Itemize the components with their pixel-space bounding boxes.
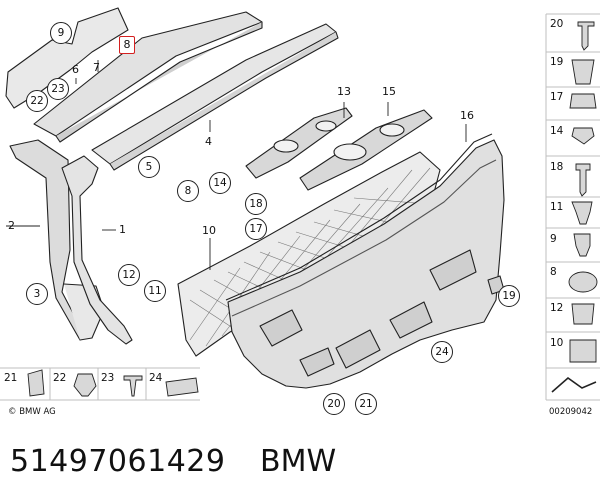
side-label-14: 14: [550, 125, 564, 137]
part-pillar-1: [61, 155, 133, 345]
document-number: 00209042: [549, 407, 593, 417]
legend-label-23: 23: [101, 372, 115, 384]
side-screw-18: [575, 163, 591, 197]
part-number: 51497061429: [10, 444, 226, 479]
callout-24: 24: [431, 341, 453, 363]
callout-12: 12: [118, 264, 140, 286]
side-label-9: 9: [550, 233, 557, 245]
side-label-12: 12: [550, 302, 564, 314]
side-plug-8: [568, 271, 598, 293]
callout-11: 11: [144, 280, 166, 302]
legend-part-22: [73, 373, 97, 397]
callout-8: 8: [177, 180, 199, 202]
label-10: 10: [202, 224, 216, 237]
legend-label-21: 21: [4, 372, 18, 384]
callout-14: 14: [209, 172, 231, 194]
callout-22: 22: [26, 90, 48, 112]
side-label-18: 18: [550, 161, 564, 173]
legend-label-24: 24: [149, 372, 163, 384]
label-13: 13: [337, 85, 351, 98]
label-6: 6: [72, 63, 79, 76]
side-label-20: 20: [550, 18, 564, 30]
copyright-notice: © BMW AG: [8, 407, 56, 417]
callout-23: 23: [47, 78, 69, 100]
side-label-17: 17: [550, 91, 564, 103]
callout-17: 17: [245, 218, 267, 240]
side-arrow: [551, 376, 597, 393]
label-2: 2: [8, 219, 15, 232]
label-7: 7: [93, 61, 100, 74]
callout-8-highlighted: 8: [119, 36, 135, 54]
label-15: 15: [382, 85, 396, 98]
side-grommet-14: [571, 127, 595, 145]
callout-9: 9: [50, 22, 72, 44]
callout-18: 18: [245, 193, 267, 215]
side-grommet-10: [569, 339, 597, 363]
side-rivet-9: [573, 233, 591, 257]
callout-19: 19: [498, 285, 520, 307]
legend-part-23: [123, 375, 143, 397]
side-rivet-11: [571, 201, 593, 225]
callout-5: 5: [138, 156, 160, 178]
label-1: 1: [119, 223, 126, 236]
side-label-11: 11: [550, 201, 564, 213]
callout-20: 20: [323, 393, 345, 415]
legend-label-22: 22: [53, 372, 67, 384]
callout-21: 21: [355, 393, 377, 415]
brand-name: BMW: [260, 444, 337, 479]
side-label-8: 8: [550, 266, 557, 278]
side-clip-17: [569, 93, 597, 109]
side-label-10: 10: [550, 337, 564, 349]
side-label-19: 19: [550, 56, 564, 68]
side-clip-19: [571, 59, 595, 85]
legend-part-21: [27, 369, 45, 397]
side-clip-12: [571, 303, 595, 325]
label-4: 4: [205, 135, 212, 148]
part-panel-6-7: [5, 7, 129, 109]
label-16: 16: [460, 109, 474, 122]
side-screw-20: [577, 21, 595, 51]
legend-part-24: [165, 377, 199, 397]
callout-3: 3: [26, 283, 48, 305]
